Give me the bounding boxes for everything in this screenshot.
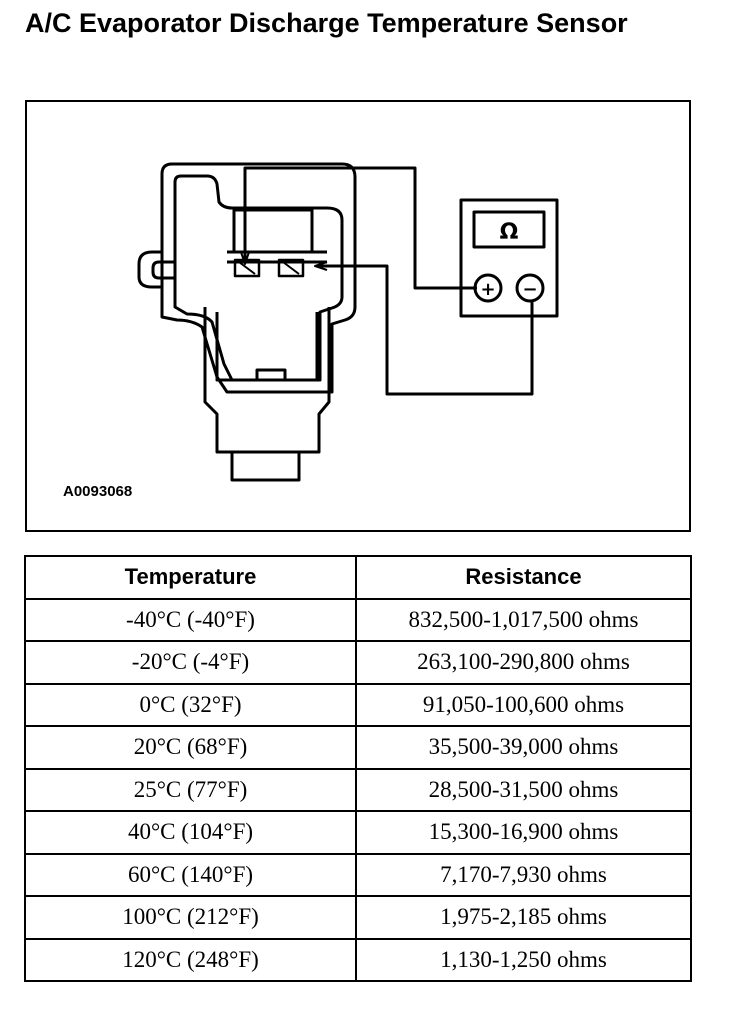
resistance-cell: 91,050-100,600 ohms	[355, 682, 692, 727]
sensor-diagram-drawing: Ω + −	[137, 162, 559, 482]
page-title: A/C Evaporator Discharge Temperature Sen…	[25, 8, 628, 38]
temperature-cell: 120°C (248°F)	[24, 937, 357, 982]
ohmmeter-display	[472, 210, 546, 249]
minus-symbol: −	[522, 279, 537, 300]
probe-negative-wire	[317, 264, 534, 396]
sensor-diagram: Ω + − A0093068	[25, 100, 691, 532]
positive-terminal	[473, 273, 503, 303]
sensor-inner-outline	[173, 174, 344, 382]
header-resistance: Resistance	[355, 555, 692, 600]
table-row: -20°C (-4°F) 263,100-290,800 ohms	[24, 640, 692, 685]
temperature-cell: 0°C (32°F)	[24, 682, 357, 727]
resistance-cell: 1,975-2,185 ohms	[355, 895, 692, 940]
resistance-cell: 15,300-16,900 ohms	[355, 810, 692, 855]
header-temperature: Temperature	[24, 555, 357, 600]
ohm-symbol: Ω	[500, 220, 519, 245]
sensor-lower-body	[203, 307, 331, 454]
temperature-cell: 60°C (140°F)	[24, 852, 357, 897]
plus-symbol: +	[480, 279, 495, 300]
sensor-stem	[230, 452, 301, 482]
resistance-cell: 7,170-7,930 ohms	[355, 852, 692, 897]
temperature-cell: 20°C (68°F)	[24, 725, 357, 770]
temperature-resistance-table: Temperature Resistance -40°C (-40°F) 832…	[24, 555, 692, 982]
table-row: 40°C (104°F) 15,300-16,900 ohms	[24, 810, 692, 855]
resistance-cell: 28,500-31,500 ohms	[355, 767, 692, 812]
table-row: 20°C (68°F) 35,500-39,000 ohms	[24, 725, 692, 770]
table-row: 25°C (77°F) 28,500-31,500 ohms	[24, 767, 692, 812]
table-row: 100°C (212°F) 1,975-2,185 ohms	[24, 895, 692, 940]
temperature-cell: 25°C (77°F)	[24, 767, 357, 812]
temperature-cell: -20°C (-4°F)	[24, 640, 357, 685]
table-row: 60°C (140°F) 7,170-7,930 ohms	[24, 852, 692, 897]
probe-positive-wire	[243, 166, 477, 290]
temperature-cell: -40°C (-40°F)	[24, 597, 357, 642]
table-row: 120°C (248°F) 1,130-1,250 ohms	[24, 937, 692, 982]
resistance-cell: 832,500-1,017,500 ohms	[355, 597, 692, 642]
table-header-row: Temperature Resistance	[24, 555, 692, 600]
sensor-left-lug	[137, 250, 162, 289]
table-row: 0°C (32°F) 91,050-100,600 ohms	[24, 682, 692, 727]
negative-terminal	[515, 273, 545, 303]
ohmmeter	[459, 198, 559, 318]
temperature-cell: 40°C (104°F)	[24, 810, 357, 855]
resistance-cell: 35,500-39,000 ohms	[355, 725, 692, 770]
figure-id-label: A0093068	[63, 483, 133, 500]
resistance-cell: 1,130-1,250 ohms	[355, 937, 692, 982]
temperature-cell: 100°C (212°F)	[24, 895, 357, 940]
resistance-cell: 263,100-290,800 ohms	[355, 640, 692, 685]
terminal-right	[277, 258, 305, 278]
table-row: -40°C (-40°F) 832,500-1,017,500 ohms	[24, 597, 692, 642]
sensor-outer-outline	[160, 162, 357, 394]
